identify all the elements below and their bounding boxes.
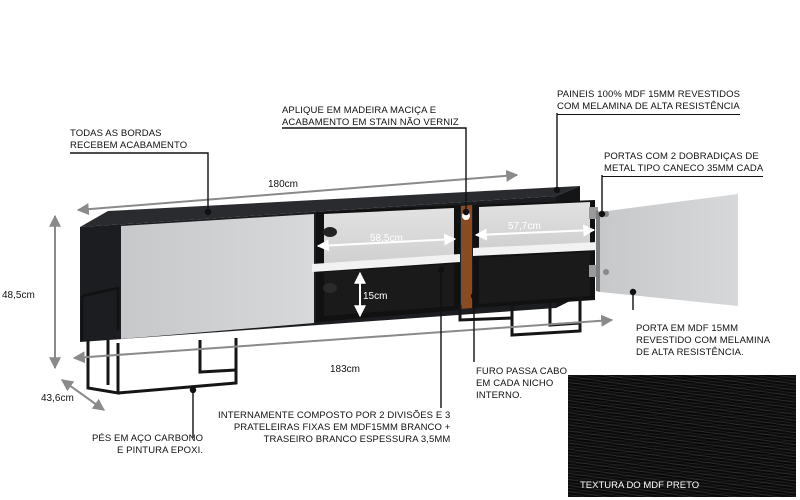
callout-paineis-line1: PAINEIS 100% MDF 15mm REVESTIDOS: [557, 89, 741, 100]
hinge-bottom: [589, 265, 598, 277]
dim-180-label: 180cm: [268, 179, 299, 190]
hinge-top: [589, 207, 598, 219]
door-hinge-cup-bottom: [603, 269, 609, 275]
callout-bordas: TODAS AS BORDAS RECEBEM ACABAMENTO: [70, 128, 187, 153]
dim-183-label: 183cm: [330, 364, 361, 375]
cable-hole-left: [323, 227, 337, 237]
dim-15-label: 15cm: [363, 291, 388, 302]
dim-depth-label: 43,6cm: [41, 393, 74, 404]
callout-porta-line1: PORTA EM MDF 15mm: [636, 323, 739, 334]
callout-bordas-line2: RECEBEM ACABAMENTO: [70, 140, 188, 151]
callout-interno-line1: INTERNAMENTE COMPOSTO POR 2 DIVISÕES E 3: [218, 410, 451, 421]
callout-aplique-line2: ACABAMENTO EM STAIN NÃO VERNIZ: [282, 117, 459, 128]
callout-porta: PORTA EM MDF 15mm REVESTIDO COM MELAMINA…: [636, 323, 770, 359]
callout-pes-line1: PÉS EM AÇO CARBONO: [92, 433, 204, 444]
callout-paineis: PAINEIS 100% MDF 15mm REVESTIDOS COM MEL…: [557, 89, 741, 115]
leader-bordas: [70, 152, 209, 212]
dim-height-label: 48,5cm: [2, 290, 35, 301]
callout-pes-line2: E PINTURA EPOXI.: [117, 445, 204, 456]
right-door-edge: [596, 210, 600, 292]
callout-interno-line3: TRASEIRO BRANCO ESPESSURA 3,5mm: [263, 434, 451, 445]
callout-aplique: APLIQUE EM MADEIRA MACIÇA E ACABAMENTO E…: [282, 105, 459, 129]
callout-leaders: [70, 113, 637, 438]
mdf-texture-swatch: TEXTURA DO MDF PRETO: [568, 375, 796, 497]
callout-interno-line2: PRATELEIRAS FIXAS EM MDF15mm BRANCO +: [233, 422, 451, 433]
swatch-label: TEXTURA DO MDF PRETO: [580, 480, 700, 491]
callout-porta-line2: REVESTIDO COM MELAMINA: [636, 335, 771, 346]
callout-portas: PORTAS COM 2 DOBRADIÇAS DE METAL TIPO CA…: [602, 151, 764, 177]
callout-paineis-line2: COM MELAMINA DE ALTA RESISTÊNCIA: [557, 101, 741, 115]
left-shelf: [312, 254, 460, 272]
callout-furo-line3: INTERNO.: [476, 390, 523, 401]
left-door: [121, 214, 314, 339]
dim-577-label: 57,7cm: [508, 221, 541, 232]
wood-applique: [461, 205, 472, 309]
cable-hole-left-lower: [323, 283, 337, 293]
right-shelf: [473, 242, 598, 256]
callout-aplique-line1: APLIQUE EM MADEIRA MACIÇA E: [282, 105, 437, 116]
callout-bordas-line1: TODAS AS BORDAS: [70, 128, 162, 139]
dim-577-line: [474, 224, 596, 241]
dimension-lines-white: [316, 224, 596, 318]
dim-depth-line: [61, 379, 105, 411]
dim-585-line: [316, 233, 457, 252]
callout-pes: PÉS EM AÇO CARBONO E PINTURA EPOXI.: [92, 433, 203, 457]
callout-portas-line1: PORTAS COM 2 DOBRADIÇAS DE: [604, 151, 759, 162]
callout-furo-line1: FURO PASSA CABO: [476, 366, 568, 377]
callout-porta-line3: DE ALTA RESISTÊNCIA.: [636, 347, 744, 358]
right-door-open: [600, 194, 738, 306]
callout-portas-line2: METAL TIPO CANECO 35mm CADA: [602, 163, 764, 177]
callout-furo: FURO PASSA CABO EM CADA NICHO INTERNO.: [476, 366, 567, 402]
callout-furo-line2: EM CADA NICHO: [476, 378, 554, 389]
dim-180-line: [76, 169, 519, 216]
dim-585-label: 58,5cm: [370, 233, 403, 244]
callout-interno: INTERNAMENTE COMPOSTO POR 2 DIVISÕES E 3…: [218, 410, 450, 446]
dimension-lines: [49, 169, 614, 411]
dim-183-line: [72, 314, 614, 364]
right-niche-lower: [479, 252, 590, 304]
leader-aplique: [282, 127, 467, 212]
